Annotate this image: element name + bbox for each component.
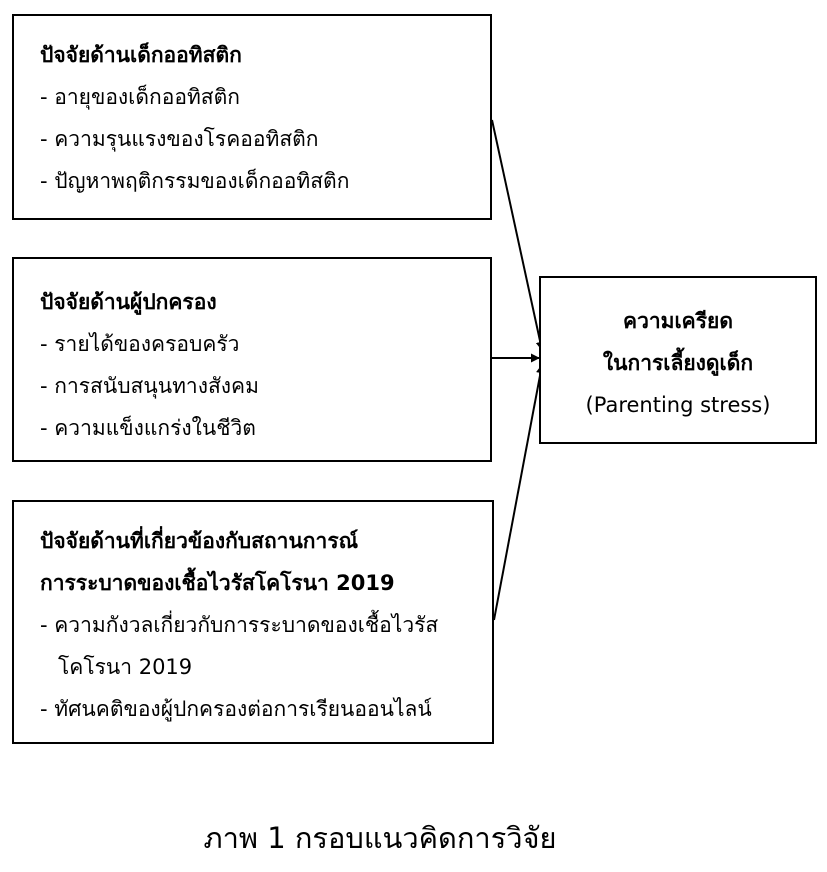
child-factor-item: - ความรุนแรงของโรคออทิสติก	[40, 127, 319, 151]
parent-factors-heading: ปัจจัยด้านผู้ปกครอง	[40, 290, 217, 314]
covid-factor-item-continuation: โคโรนา 2019	[58, 655, 193, 679]
covid-factors-box: ปัจจัยด้านที่เกี่ยวข้องกับสถานการณ์ การร…	[12, 500, 494, 744]
arrow-child-to-outcome	[491, 119, 545, 351]
figure-caption: ภาพ 1 กรอบแนวคิดการวิจัย	[203, 821, 557, 855]
outcome-subtitle: ในการเลี้ยงดูเด็ก	[602, 351, 754, 375]
child-factors-box: ปัจจัยด้านเด็กออทิสติก - อายุของเด็กออทิ…	[12, 14, 492, 220]
outcome-english: (Parenting stress)	[585, 393, 771, 417]
parent-factor-item: - ความแข็งแกร่งในชีวิต	[40, 416, 256, 440]
child-factors-heading: ปัจจัยด้านเด็กออทิสติก	[40, 43, 242, 67]
arrow-covid-to-outcome	[493, 364, 545, 621]
parent-factor-item: - การสนับสนุนทางสังคม	[40, 374, 259, 398]
child-factor-item: - อายุของเด็กออทิสติก	[40, 85, 240, 109]
parenting-stress-box: ความเครียด ในการเลี้ยงดูเด็ก (Parenting …	[539, 276, 817, 444]
child-factor-item: - ปัญหาพฤติกรรมของเด็กออทิสติก	[40, 169, 350, 193]
outcome-title: ความเครียด	[623, 309, 733, 333]
covid-factors-heading-line2: การระบาดของเชื้อไวรัสโคโรนา 2019	[40, 571, 395, 595]
covid-factor-item: - ทัศนคติของผู้ปกครองต่อการเรียนออนไลน์	[40, 697, 432, 721]
covid-factor-item: - ความกังวลเกี่ยวกับการระบาดของเชื้อไวรั…	[40, 613, 439, 637]
covid-factors-heading: ปัจจัยด้านที่เกี่ยวข้องกับสถานการณ์	[40, 529, 359, 553]
parent-factors-box: ปัจจัยด้านผู้ปกครอง - รายได้ของครอบครัว …	[12, 257, 492, 462]
parent-factor-item: - รายได้ของครอบครัว	[40, 332, 240, 356]
